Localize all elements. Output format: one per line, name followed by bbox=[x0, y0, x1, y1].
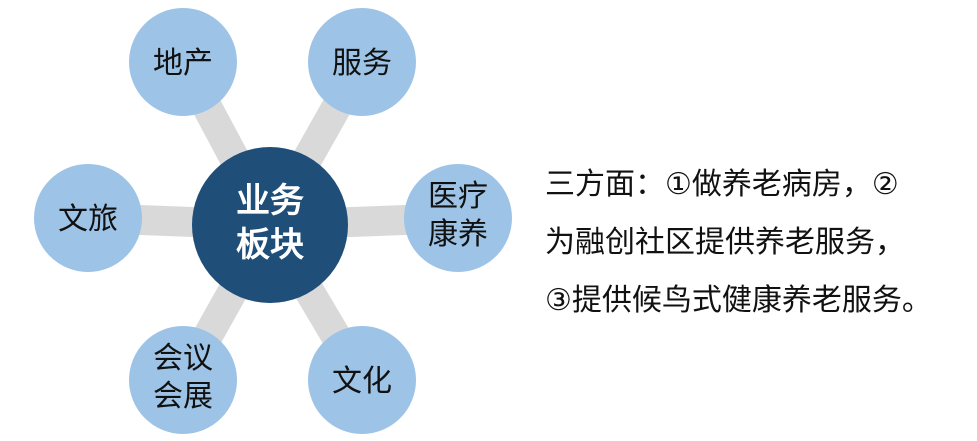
node-label-line2: 会展 bbox=[153, 379, 213, 414]
node-circle bbox=[308, 326, 416, 434]
hub-label-line2: 板块 bbox=[236, 225, 304, 265]
node-medical-care: 医疗 康养 bbox=[404, 164, 512, 272]
node-label: 地产 bbox=[153, 46, 213, 81]
description-line-1: 三方面：①做养老病房，② bbox=[545, 167, 899, 202]
node-circle bbox=[129, 8, 237, 116]
node-circle bbox=[129, 326, 237, 434]
node-label: 文化 bbox=[332, 364, 392, 399]
hub-node: 业务 板块 bbox=[192, 147, 348, 303]
node-culture-tourism: 文旅 bbox=[34, 164, 142, 272]
hub-circle bbox=[192, 147, 348, 303]
node-conference: 会议 会展 bbox=[129, 326, 237, 434]
node-label-line1: 医疗 bbox=[428, 179, 488, 214]
node-label-line1: 会议 bbox=[153, 341, 213, 376]
description-text: 三方面：①做养老病房，② 为融创社区提供养老服务， ③提供候鸟式健康养老服务。 bbox=[545, 156, 970, 330]
node-circle bbox=[34, 164, 142, 272]
node-real-estate: 地产 bbox=[129, 8, 237, 116]
node-circle bbox=[308, 8, 416, 116]
node-label-line2: 康养 bbox=[428, 217, 488, 252]
node-services: 服务 bbox=[308, 8, 416, 116]
node-label: 服务 bbox=[332, 46, 392, 81]
description-line-2: 为融创社区提供养老服务， bbox=[545, 225, 905, 260]
description-line-3: ③提供候鸟式健康养老服务。 bbox=[545, 283, 932, 318]
node-culture: 文化 bbox=[308, 326, 416, 434]
hub-label-line1: 业务 bbox=[236, 181, 304, 221]
node-label: 文旅 bbox=[58, 202, 118, 237]
node-circle bbox=[404, 164, 512, 272]
